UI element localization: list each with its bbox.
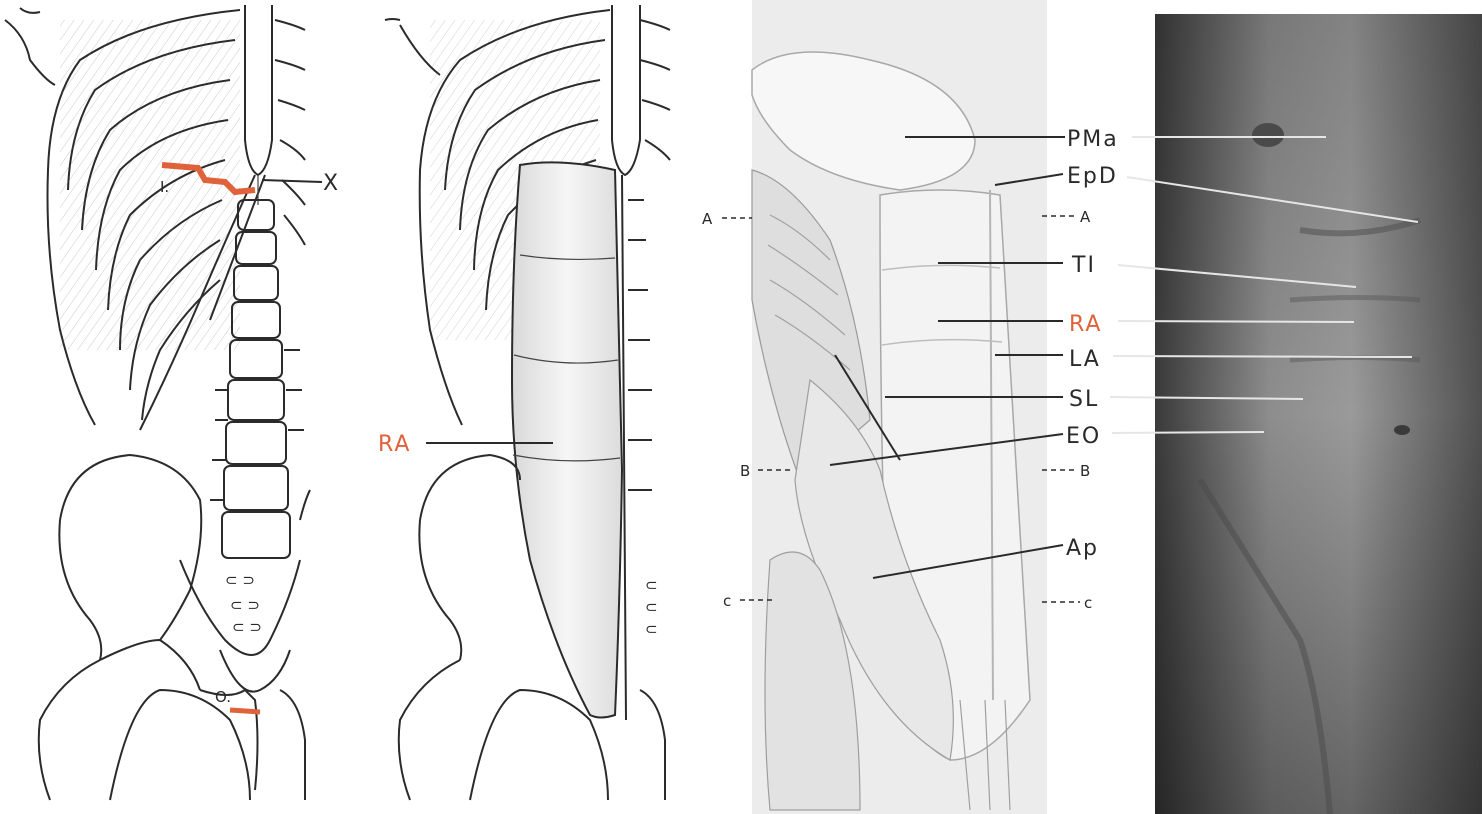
svg-text:⊂ ⊃: ⊂ ⊃ xyxy=(230,596,260,614)
svg-text:⊂: ⊂ xyxy=(645,576,658,594)
section-c-left-label: c xyxy=(723,592,731,610)
eo-label: EO xyxy=(1066,424,1101,449)
rib-cage xyxy=(48,10,306,430)
section-b-left-label: B xyxy=(740,462,750,480)
section-a-right-label: A xyxy=(1080,208,1091,226)
xiphoid-leader xyxy=(262,180,322,182)
sternum xyxy=(245,5,272,175)
linea-alba xyxy=(622,175,626,720)
sl-label: SL xyxy=(1069,387,1099,412)
xiphoid-label: X xyxy=(323,171,340,196)
ap-label: Ap xyxy=(1066,536,1099,561)
panel-torso-photo xyxy=(1110,14,1482,814)
svg-text:⊂ ⊃: ⊂ ⊃ xyxy=(232,618,262,636)
svg-text:⊂: ⊂ xyxy=(645,620,658,638)
origin-label: O. xyxy=(215,688,231,706)
pma-label: PMa xyxy=(1067,127,1119,152)
la-photo-leader xyxy=(1113,356,1412,357)
panel-muscle-drawing: PMa EpD TI RA LA SL EO Ap A A B B c c xyxy=(702,0,1119,814)
ra-label: RA xyxy=(1069,312,1102,337)
epd-label: EpD xyxy=(1067,164,1118,189)
ra-photo-leader xyxy=(1118,321,1354,322)
rectus-abdominis-muscle xyxy=(512,162,622,717)
section-a-left-label: A xyxy=(702,210,713,228)
insertion-label: I. xyxy=(160,178,169,196)
section-b-right-label: B xyxy=(1080,462,1090,480)
panel-rectus-abdominis: ⊂ ⊂ ⊂ RA xyxy=(378,5,670,800)
svg-text:⊂: ⊂ xyxy=(645,598,658,616)
section-c-right-label: c xyxy=(1084,594,1092,612)
ti-label: TI xyxy=(1071,253,1096,278)
panel-skeleton-attachments: ⊂ ⊃ ⊂ ⊃ ⊂ ⊃ X I. O. xyxy=(5,5,340,800)
la-label: LA xyxy=(1069,347,1101,372)
rectus-label: RA xyxy=(378,432,411,457)
eo-photo-leader xyxy=(1112,432,1264,433)
sacral-foramen-marks: ⊂ ⊃ xyxy=(225,571,255,589)
navel xyxy=(1394,425,1410,435)
pelvis: ⊂ ⊃ ⊂ ⊃ ⊂ ⊃ xyxy=(39,455,310,800)
nipple xyxy=(1252,123,1284,147)
humerus-outline xyxy=(5,20,55,85)
sternum-2 xyxy=(612,5,640,175)
origin-attachment xyxy=(230,710,260,712)
